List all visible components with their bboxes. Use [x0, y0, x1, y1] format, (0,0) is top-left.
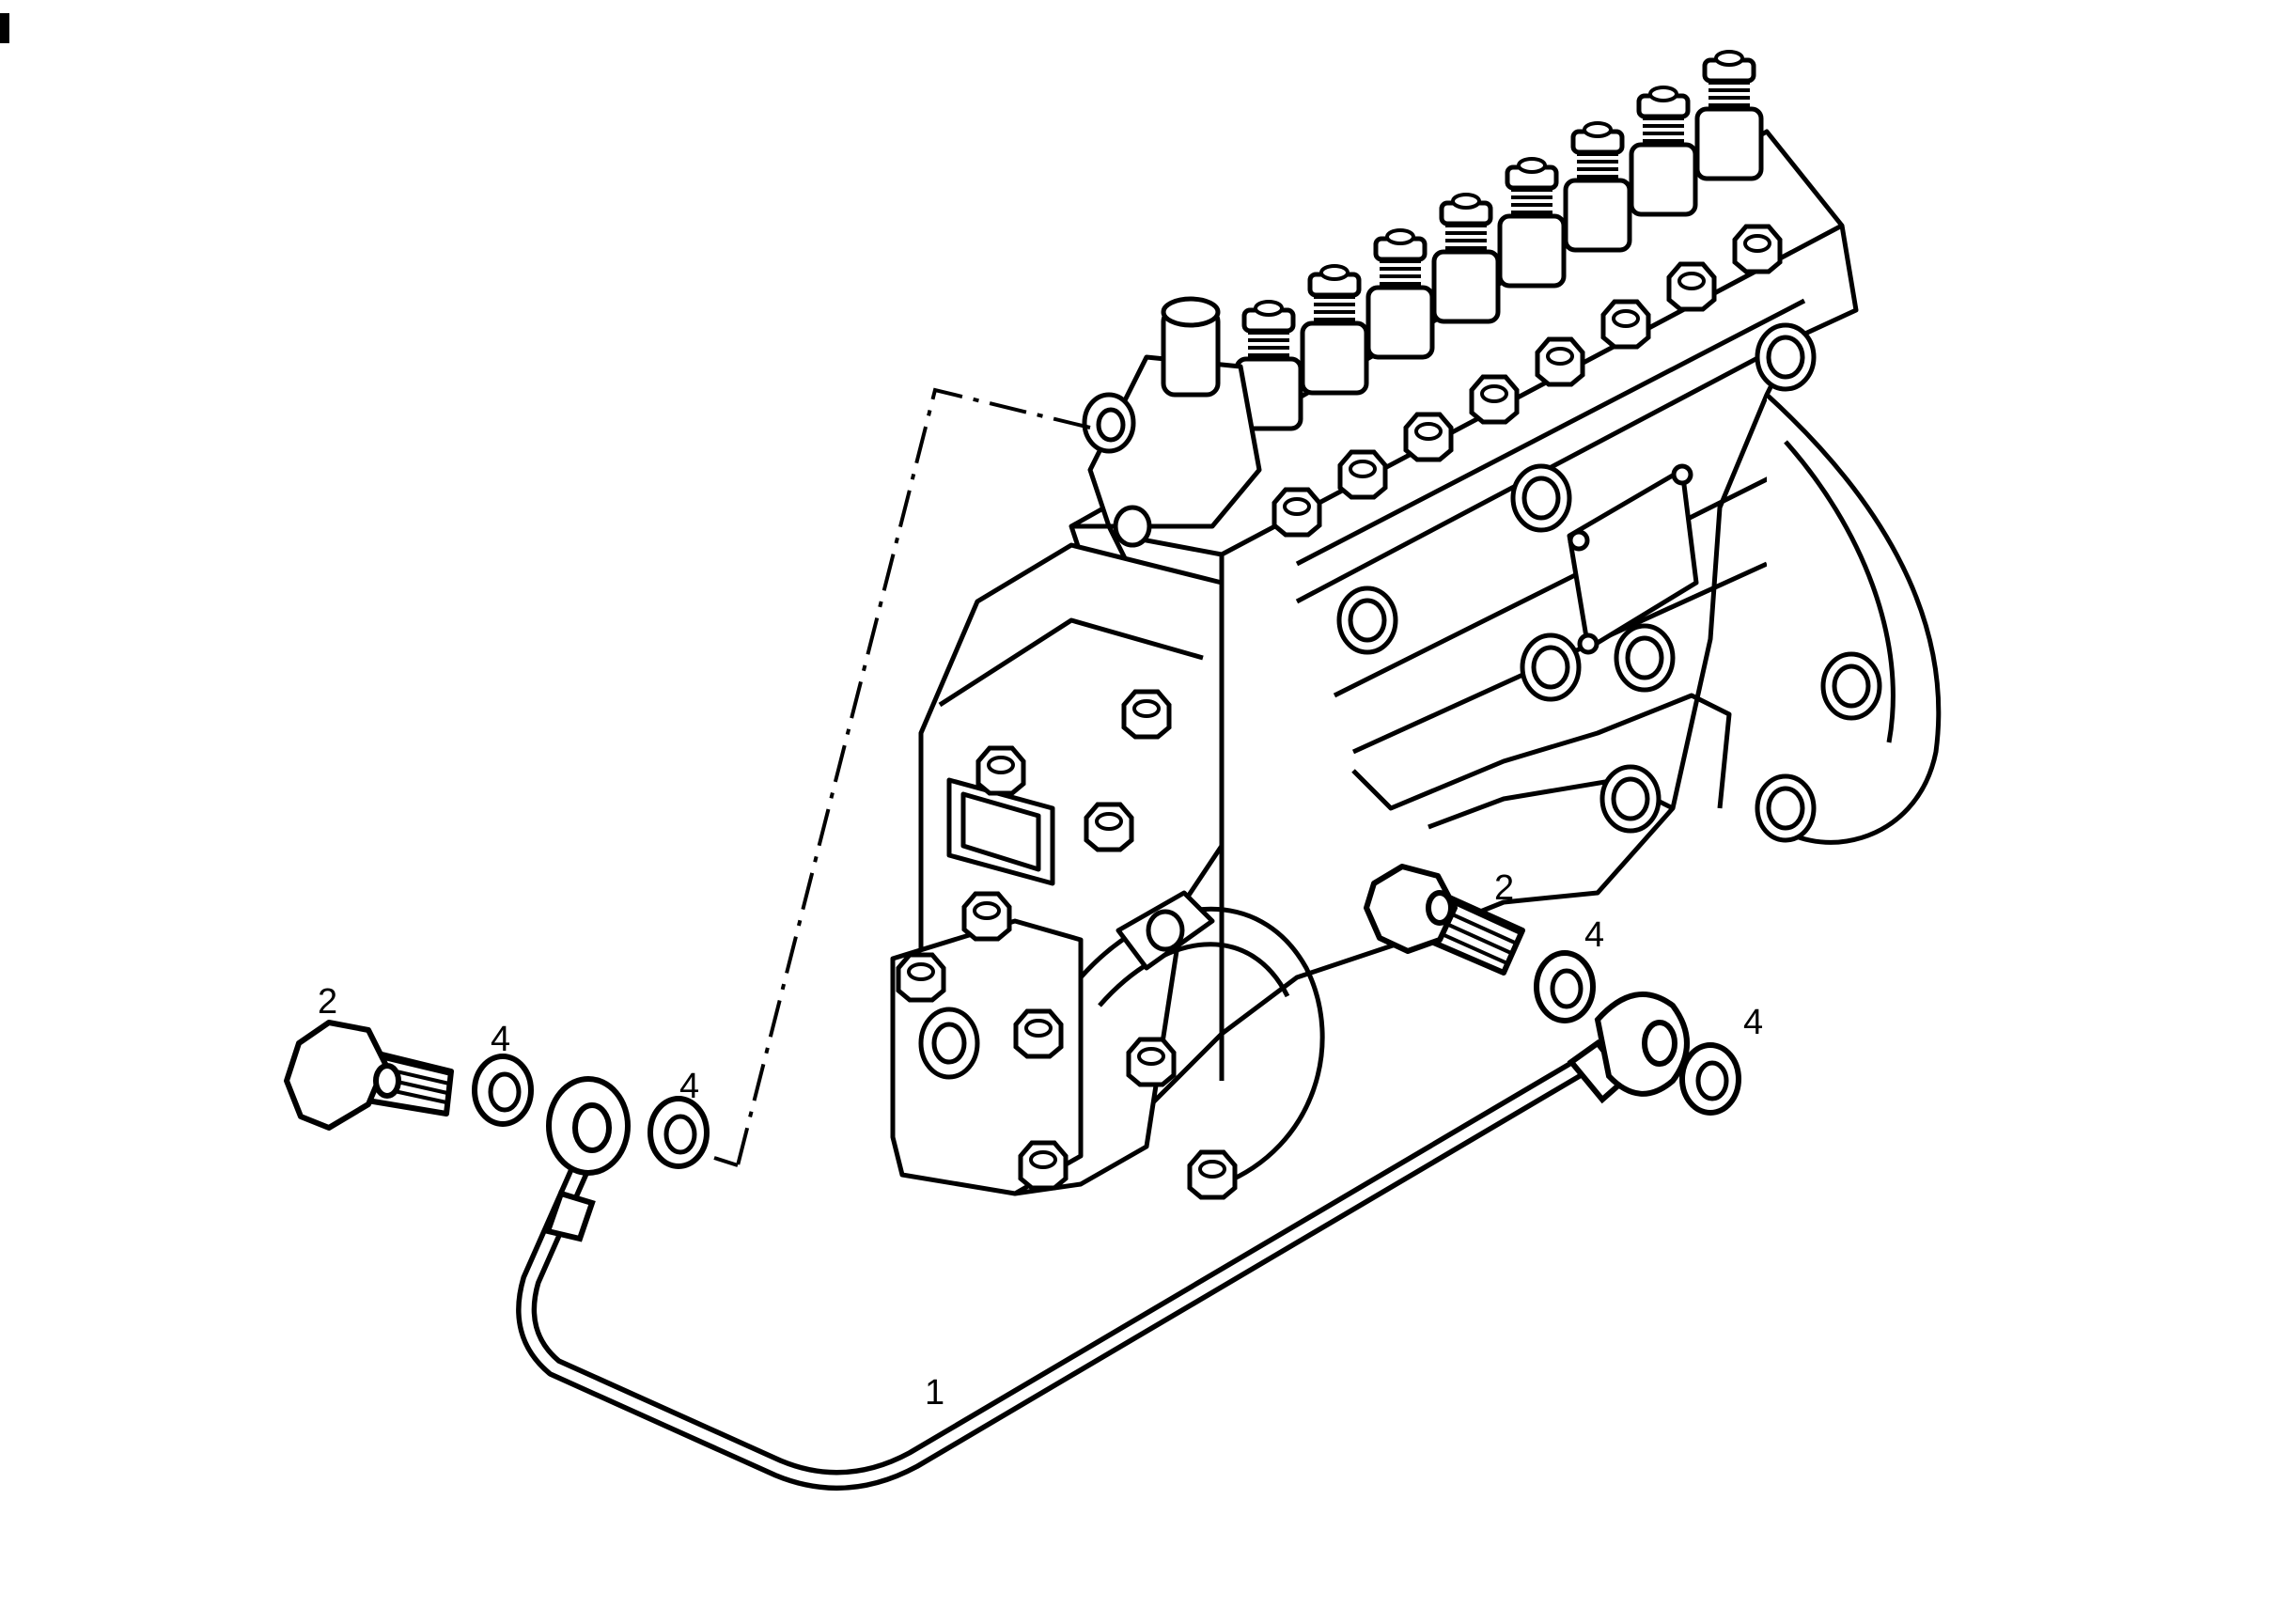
banjo-bolt-left — [284, 1020, 454, 1131]
pump-housing — [1069, 129, 1942, 1167]
overflow-pipe — [516, 1052, 1599, 1491]
callout-washer-left-inner: 4 — [679, 1067, 699, 1106]
callout-pipe: 1 — [925, 1373, 944, 1413]
side-cover-plate — [1567, 463, 1699, 655]
banjo-bolt-right — [1364, 864, 1525, 976]
overflow-valve-fitting — [1069, 296, 1262, 586]
callout-bolt-left: 2 — [318, 982, 337, 1022]
callout-bolt-right: 2 — [1494, 868, 1514, 908]
callout-washer-right-upper: 4 — [1584, 915, 1604, 955]
callout-labels: 1 2 2 4 4 4 4 — [318, 868, 1763, 1413]
callout-washer-right-lower: 4 — [1743, 1003, 1763, 1042]
scan-corner-mark — [0, 13, 9, 43]
callout-washer-left-outer: 4 — [491, 1020, 510, 1059]
assembly-leader-tail — [713, 1156, 739, 1167]
assembly-leader-line — [736, 387, 1091, 1166]
banjo-eye-left — [544, 1076, 631, 1242]
banjo-eye-right — [1567, 992, 1690, 1104]
